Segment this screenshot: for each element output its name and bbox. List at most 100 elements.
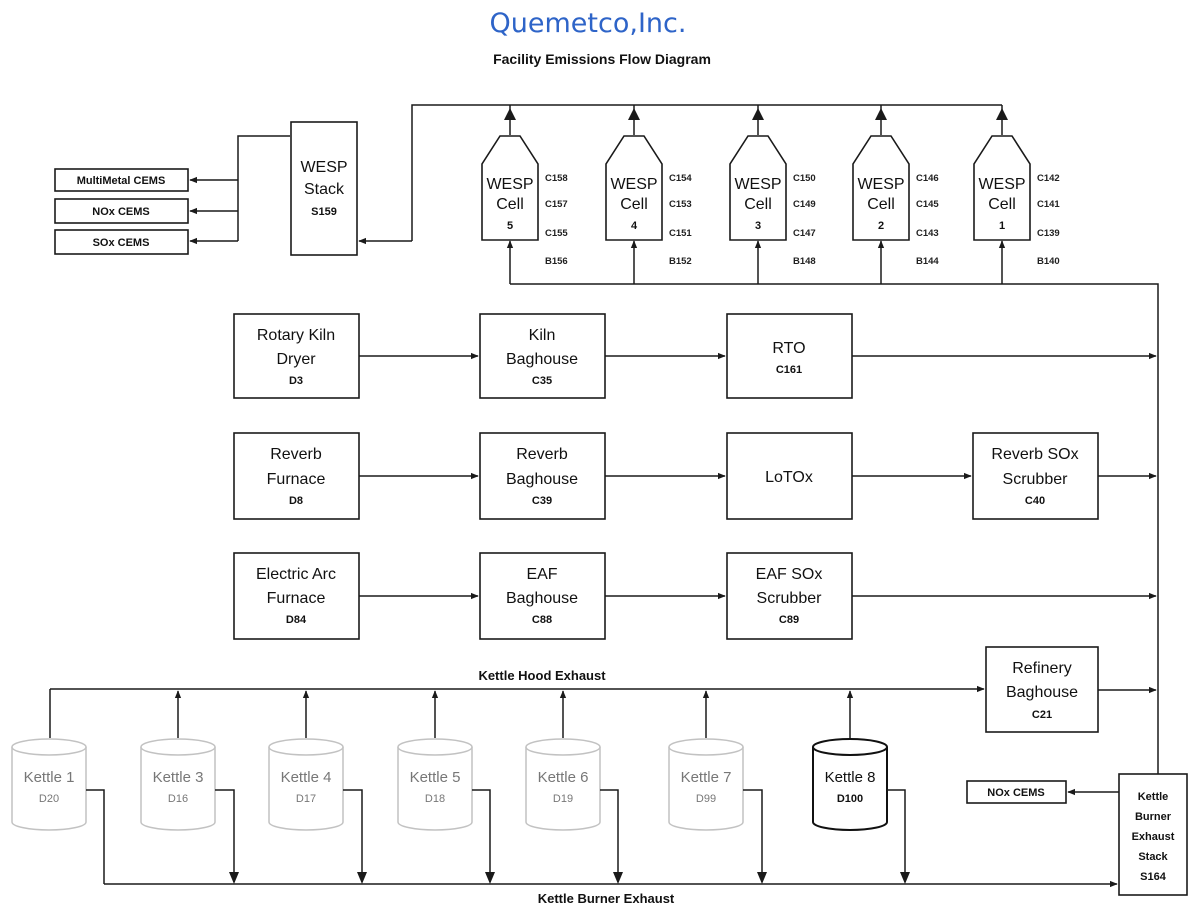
kettle-6: Kettle 6 D19 (525, 738, 601, 831)
svg-text:5: 5 (507, 220, 513, 232)
svg-text:C139: C139 (1037, 228, 1060, 239)
svg-text:Reverb: Reverb (270, 446, 322, 463)
wesp-cell-2: WESP Cell 2 C146 C145 C143 B144 (852, 135, 939, 267)
svg-text:Reverb SOx: Reverb SOx (991, 446, 1078, 463)
svg-text:WESP: WESP (857, 176, 904, 193)
svg-text:C145: C145 (916, 199, 939, 210)
svg-text:WESP: WESP (610, 176, 657, 193)
svg-text:C147: C147 (793, 228, 816, 239)
svg-text:Kettle 7: Kettle 7 (681, 769, 732, 786)
kettle-1: Kettle 1 D20 (11, 738, 87, 831)
svg-text:NOx CEMS: NOx CEMS (987, 787, 1044, 799)
svg-text:Furnace: Furnace (267, 471, 326, 488)
svg-text:Cell: Cell (988, 196, 1016, 213)
diagram-title: Facility Emissions Flow Diagram (493, 51, 711, 67)
electric-arc-furnace: Electric Arc Furnace D84 (233, 552, 360, 640)
svg-text:Rotary Kiln: Rotary Kiln (257, 327, 335, 344)
svg-text:Kettle 3: Kettle 3 (153, 769, 204, 786)
svg-text:C35: C35 (532, 375, 552, 387)
svg-text:Stack: Stack (304, 181, 345, 198)
svg-text:D100: D100 (837, 793, 863, 805)
svg-text:SOx CEMS: SOx CEMS (93, 237, 150, 249)
svg-text:Kettle 8: Kettle 8 (825, 769, 876, 786)
svg-text:Kettle 1: Kettle 1 (24, 769, 75, 786)
eaf-baghouse: EAF Baghouse C88 (479, 552, 606, 640)
svg-text:C155: C155 (545, 228, 568, 239)
svg-text:C157: C157 (545, 199, 568, 210)
svg-text:D18: D18 (425, 793, 445, 805)
svg-text:Cell: Cell (496, 196, 524, 213)
svg-text:Dryer: Dryer (276, 351, 316, 368)
svg-text:Refinery: Refinery (1012, 660, 1072, 677)
svg-text:Baghouse: Baghouse (506, 590, 578, 607)
svg-text:Kettle: Kettle (1138, 791, 1169, 803)
kettle-burner-exhaust-stack: Kettle Burner Exhaust Stack S164 (1118, 773, 1188, 896)
svg-text:C141: C141 (1037, 199, 1060, 210)
svg-text:Kettle 5: Kettle 5 (410, 769, 461, 786)
svg-text:Furnace: Furnace (267, 590, 326, 607)
rotary-kiln-dryer: Rotary Kiln Dryer D3 (233, 313, 360, 399)
wesp-cell-4: WESP Cell 4 C154 C153 C151 B152 (605, 135, 692, 267)
svg-text:Scrubber: Scrubber (1003, 471, 1069, 488)
svg-text:Kettle 6: Kettle 6 (538, 769, 589, 786)
svg-text:C142: C142 (1037, 173, 1060, 184)
kettle-burner-exhaust-label: Kettle Burner Exhaust (538, 891, 675, 906)
svg-text:S159: S159 (311, 206, 337, 218)
kettle-4: Kettle 4 D17 (268, 738, 344, 831)
svg-text:B148: B148 (793, 256, 816, 267)
svg-text:WESP: WESP (734, 176, 781, 193)
svg-text:C89: C89 (779, 614, 799, 626)
svg-text:C153: C153 (669, 199, 692, 210)
svg-text:D99: D99 (696, 793, 716, 805)
svg-text:C150: C150 (793, 173, 816, 184)
svg-text:Baghouse: Baghouse (506, 351, 578, 368)
kettle-7: Kettle 7 D99 (668, 738, 744, 831)
svg-text:Cell: Cell (620, 196, 648, 213)
svg-text:C149: C149 (793, 199, 816, 210)
svg-text:B152: B152 (669, 256, 692, 267)
company-logo: Quemetco,Inc. (490, 8, 687, 39)
wesp-cell-3: WESP Cell 3 C150 C149 C147 B148 (729, 135, 816, 267)
svg-text:Cell: Cell (867, 196, 895, 213)
svg-text:MultiMetal CEMS: MultiMetal CEMS (77, 175, 166, 187)
reverb-sox-scrubber: Reverb SOx Scrubber C40 (972, 432, 1099, 520)
rto: RTO C161 (726, 313, 853, 399)
refinery-baghouse: Refinery Baghouse C21 (985, 646, 1099, 733)
kettle-hood-exhaust-label: Kettle Hood Exhaust (478, 668, 606, 683)
multimetal-cems: MultiMetal CEMS (54, 168, 189, 192)
svg-text:Scrubber: Scrubber (757, 590, 823, 607)
svg-text:C151: C151 (669, 228, 692, 239)
svg-text:C21: C21 (1032, 709, 1052, 721)
reverb-furnace: Reverb Furnace D8 (233, 432, 360, 520)
svg-text:4: 4 (631, 220, 638, 232)
nox-cems: NOx CEMS (54, 198, 189, 224)
svg-text:WESP: WESP (300, 159, 347, 176)
svg-text:Cell: Cell (744, 196, 772, 213)
svg-text:C154: C154 (669, 173, 692, 184)
svg-text:2: 2 (878, 220, 884, 232)
svg-text:S164: S164 (1140, 871, 1167, 883)
svg-text:B156: B156 (545, 256, 568, 267)
svg-text:C158: C158 (545, 173, 568, 184)
svg-text:Kiln: Kiln (529, 327, 556, 344)
svg-text:D17: D17 (296, 793, 316, 805)
svg-text:C40: C40 (1025, 495, 1045, 507)
svg-text:WESP: WESP (486, 176, 533, 193)
svg-text:D19: D19 (553, 793, 573, 805)
svg-text:D8: D8 (289, 495, 303, 507)
wesp-cell-5: WESP Cell 5 C158 C157 C155 B156 (481, 135, 568, 267)
svg-text:LoTOx: LoTOx (765, 469, 813, 486)
wesp-stack: WESP Stack S159 (290, 121, 358, 256)
svg-text:1: 1 (999, 220, 1005, 232)
svg-text:Baghouse: Baghouse (506, 471, 578, 488)
svg-text:RTO: RTO (772, 340, 805, 357)
svg-text:C146: C146 (916, 173, 939, 184)
kettle-3: Kettle 3 D16 (140, 738, 216, 831)
kettle-5: Kettle 5 D18 (397, 738, 473, 831)
reverb-baghouse: Reverb Baghouse C39 (479, 432, 606, 520)
kettle-nox-cems: NOx CEMS (966, 780, 1067, 804)
svg-text:3: 3 (755, 220, 761, 232)
svg-text:EAF SOx: EAF SOx (756, 566, 823, 583)
svg-text:NOx CEMS: NOx CEMS (92, 206, 149, 218)
svg-text:Burner: Burner (1135, 811, 1172, 823)
